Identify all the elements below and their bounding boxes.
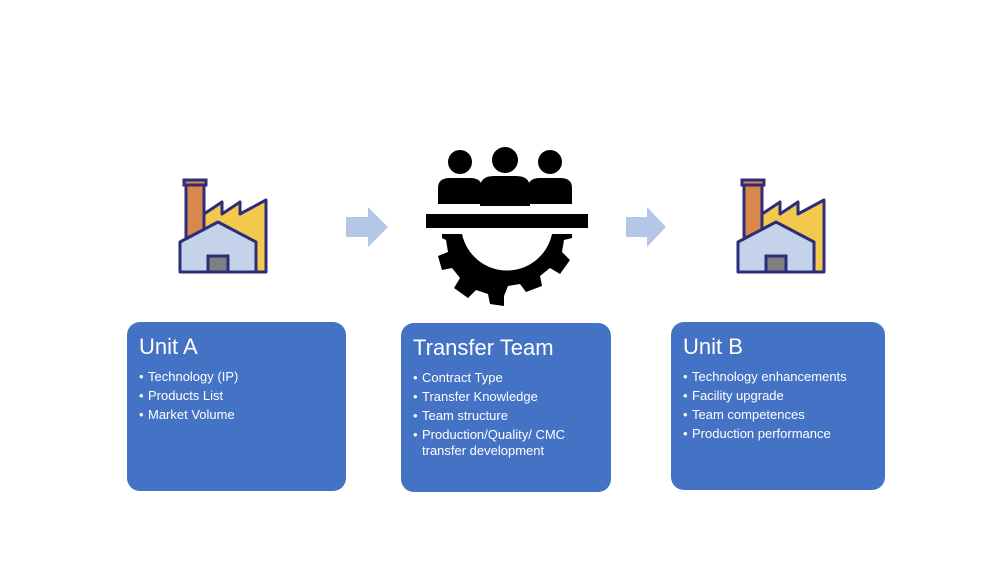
list-item: Technology enhancements [683, 369, 871, 385]
list-item: Team competences [683, 407, 871, 423]
unit-a-list: Technology (IP) Products List Market Vol… [139, 369, 332, 423]
list-item: Transfer Knowledge [413, 389, 597, 405]
arrow-right-icon [346, 207, 388, 247]
list-item: Facility upgrade [683, 388, 871, 404]
list-item: Production/Quality/ CMC transfer develop… [413, 427, 597, 459]
list-item: Production performance [683, 426, 871, 442]
list-item: Team structure [413, 408, 597, 424]
unit-b-title: Unit B [683, 334, 743, 359]
list-item: Technology (IP) [139, 369, 332, 385]
unit-b-list: Technology enhancements Facility upgrade… [683, 369, 871, 442]
unit-b-box: Unit B Technology enhancements Facility … [671, 322, 885, 490]
transfer-team-title: Transfer Team [413, 335, 554, 360]
list-item: Contract Type [413, 370, 597, 386]
factory-icon [736, 178, 826, 274]
transfer-team-list: Contract Type Transfer Knowledge Team st… [413, 370, 597, 459]
transfer-team-box: Transfer Team Contract Type Transfer Kno… [401, 323, 611, 492]
team-gear-icon [426, 147, 588, 306]
unit-a-title: Unit A [139, 334, 198, 359]
list-item: Market Volume [139, 407, 332, 423]
arrow-right-icon [626, 207, 666, 247]
unit-a-box: Unit A Technology (IP) Products List Mar… [127, 322, 346, 491]
factory-icon [178, 178, 268, 274]
list-item: Products List [139, 388, 332, 404]
